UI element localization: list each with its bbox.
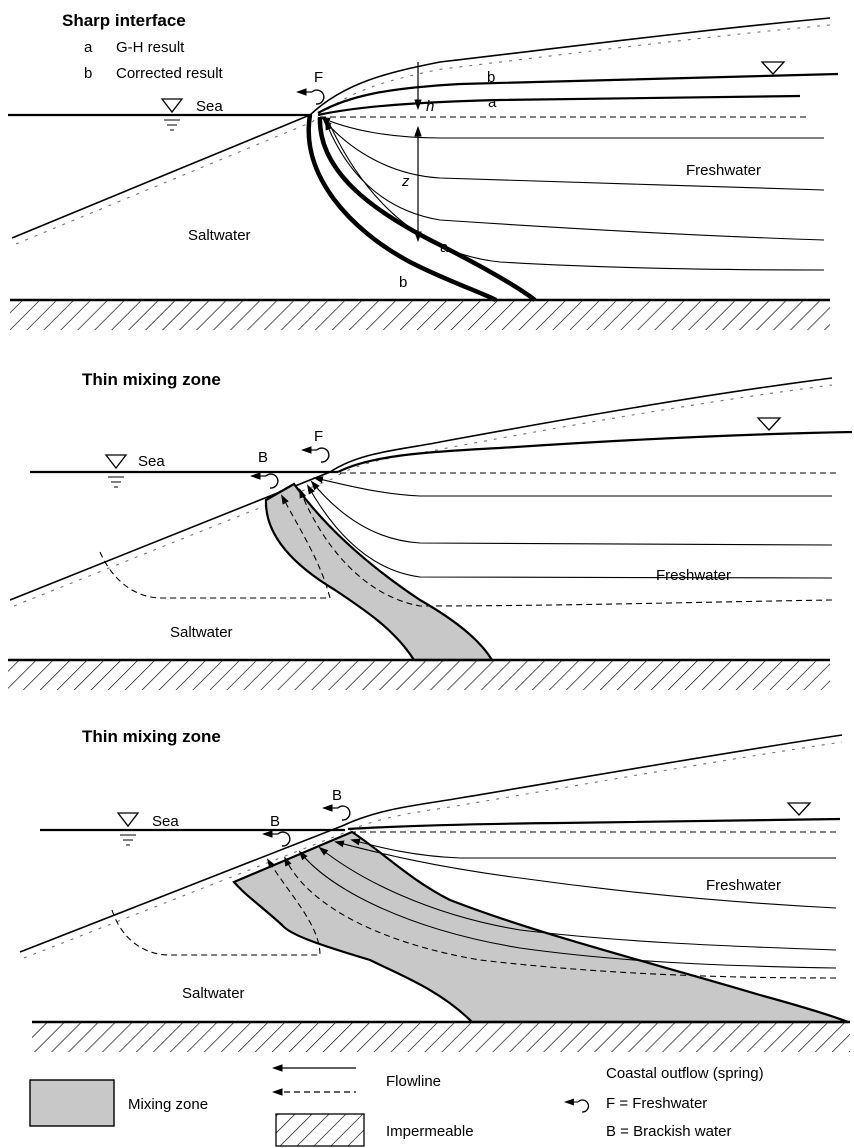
panel-thin-mixing-zone-2: Thin mixing zone Sea B B Fres: [19, 727, 850, 1052]
flowline: [325, 120, 825, 241]
water-table-symbol: [786, 802, 812, 816]
freshwater-spring-icon: [295, 88, 325, 105]
spring-b-label: B: [332, 787, 342, 804]
flowline-dashed: [284, 856, 837, 979]
curve-b-label: b: [399, 274, 407, 291]
flowline: [350, 838, 836, 859]
flowline: [313, 476, 832, 497]
legend: Mixing zone Flowline Impermeable Coastal…: [29, 1064, 764, 1147]
water-table-a: [317, 94, 801, 117]
z-label: z: [401, 173, 410, 190]
surface-hatch: [23, 741, 843, 959]
saltwater-label: Saltwater: [188, 227, 251, 244]
water-table-symbol: [760, 61, 786, 75]
brackish-spring-icon: [249, 472, 279, 489]
flowline: [318, 846, 837, 951]
legend-outflow-f: F = Freshwater: [606, 1095, 707, 1112]
water-table-symbol: [756, 417, 782, 431]
sea-level-symbol: [104, 454, 128, 470]
sea-level-symbol: [160, 98, 184, 114]
panel-sharp-interface: Sharp interface a G-H result b Corrected…: [8, 11, 839, 330]
spring-b-label: B: [258, 449, 268, 466]
ground-surface: [11, 17, 831, 239]
panel-title: Sharp interface: [62, 11, 186, 30]
surface-hatch: [13, 384, 833, 607]
flowline: [298, 850, 837, 969]
legend-b-key: b: [84, 65, 92, 82]
freshwater-spring-icon: [300, 446, 330, 463]
sea-level-symbol: [116, 812, 140, 828]
water-table: [337, 430, 853, 473]
legend-a-key: a: [84, 39, 93, 56]
legend-b-text: Corrected result: [116, 65, 224, 82]
surface-hatch: [15, 24, 831, 245]
ground-surface: [19, 734, 843, 953]
spring-f-label: F: [314, 428, 323, 445]
panel-thin-mixing-zone-1: Thin mixing zone Sea F B Freshwate: [8, 370, 853, 690]
flowline: [334, 840, 837, 909]
impermeable-base: [32, 1022, 850, 1052]
flowline: [307, 484, 833, 579]
freshwater-label: Freshwater: [656, 567, 731, 584]
brackish-spring-icon: [321, 804, 351, 821]
mixing-zone: [264, 482, 494, 662]
flowline: [320, 117, 824, 139]
legend-mixing-zone-label: Mixing zone: [128, 1096, 208, 1113]
legend-impermeable-swatch: [275, 1113, 365, 1147]
flowline-dashed: [299, 488, 833, 607]
curve-a-top-label: a: [488, 94, 497, 111]
mixing-zone: [232, 830, 849, 1024]
legend-spring-icon: [564, 1098, 590, 1113]
legend-a-text: G-H result: [116, 39, 185, 56]
legend-flowline-label: Flowline: [386, 1073, 441, 1090]
curve-b-top-label: b: [487, 69, 495, 86]
legend-mixing-zone-swatch: [29, 1079, 115, 1127]
ground-surface: [9, 377, 833, 601]
saltwater-label: Saltwater: [182, 985, 245, 1002]
interface-b: [306, 114, 498, 303]
brackish-spring-icon: [261, 830, 291, 847]
sea-label: Sea: [138, 453, 165, 470]
panel-title: Thin mixing zone: [82, 370, 221, 389]
freshwater-label: Freshwater: [686, 162, 761, 179]
sea-label: Sea: [152, 813, 179, 830]
spring-f-label: F: [314, 69, 323, 86]
spring-b-label: B: [270, 813, 280, 830]
panel-title: Thin mixing zone: [82, 727, 221, 746]
flowline: [310, 480, 833, 546]
flowline: [322, 118, 825, 191]
h-label: h: [426, 98, 434, 115]
freshwater-label: Freshwater: [706, 877, 781, 894]
flowline-dashed: [111, 858, 321, 956]
flowline: [329, 124, 825, 271]
water-table-b: [317, 72, 839, 114]
impermeable-base: [10, 300, 830, 330]
flowline-dashed: [99, 494, 331, 599]
impermeable-base: [8, 660, 830, 690]
sea-label: Sea: [196, 98, 223, 115]
legend-outflow-b: B = Brackish water: [606, 1123, 731, 1140]
legend-outflow-title: Coastal outflow (spring): [606, 1065, 764, 1082]
water-table: [347, 817, 841, 831]
legend-impermeable-label: Impermeable: [386, 1123, 474, 1140]
saltwater-label: Saltwater: [170, 624, 233, 641]
